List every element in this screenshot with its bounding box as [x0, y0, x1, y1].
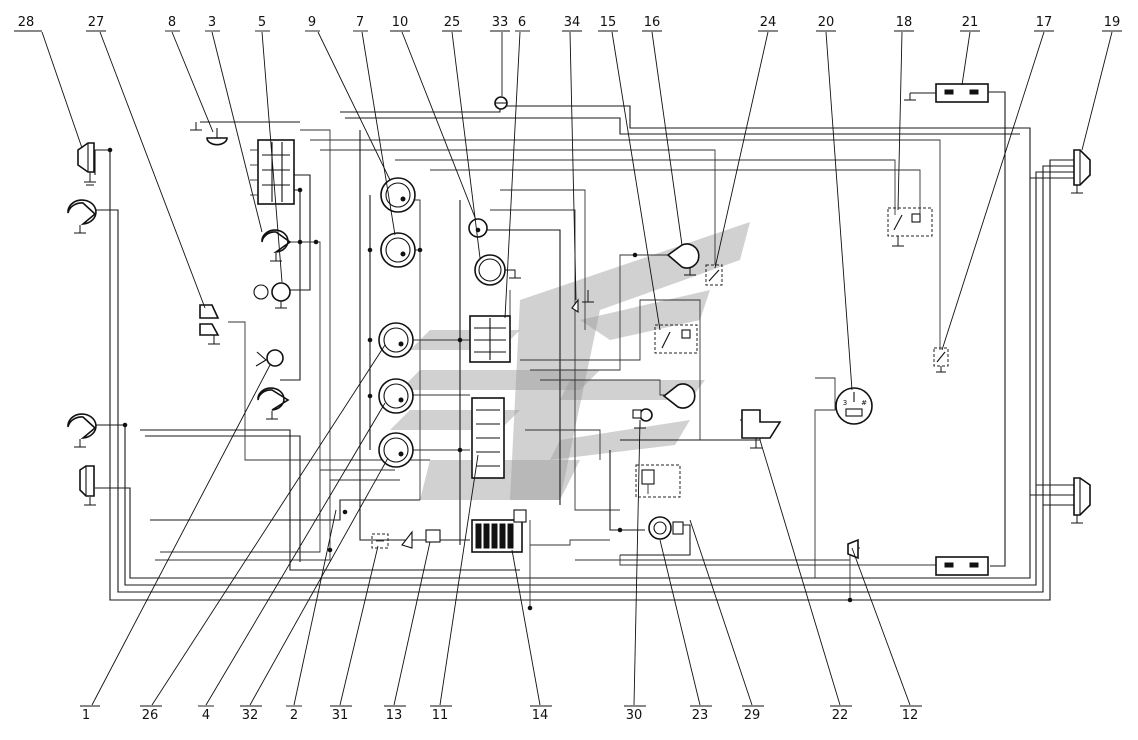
relay-box-23 — [635, 464, 681, 498]
component-17-sensor — [933, 347, 949, 373]
gauge-7 — [380, 232, 416, 268]
label-7: 7 — [356, 15, 364, 30]
left-headlamp-bottom — [67, 413, 97, 448]
label-34: 34 — [564, 15, 581, 30]
gauge-4 — [378, 378, 414, 414]
label-32: 32 — [242, 708, 259, 723]
top-leader-lines — [41, 31, 1113, 391]
component-30-motor — [632, 408, 653, 429]
component-13-switch — [401, 529, 441, 549]
component-3-relay-block — [250, 139, 295, 205]
label-3: 3 — [208, 15, 216, 30]
label-16: 16 — [644, 15, 661, 30]
instrument-cluster-upper — [469, 315, 511, 363]
component-19-lamp-bottom — [1071, 477, 1091, 524]
component-1-bulb — [255, 349, 284, 367]
component-34-switch — [571, 290, 594, 314]
component-23-starter-motor — [648, 516, 684, 540]
component-18-relay — [887, 207, 933, 247]
gauge-9 — [380, 177, 416, 213]
label-22: 22 — [832, 708, 849, 723]
label-9: 9 — [308, 15, 316, 30]
label-27: 27 — [88, 15, 105, 30]
component-21-lamp-box — [904, 83, 1005, 103]
component-16-lamp — [666, 243, 700, 276]
component-12-buzzer — [847, 538, 859, 560]
component-19-lamp-top — [1071, 149, 1091, 194]
label-19: 19 — [1104, 15, 1121, 30]
component-5-bulb — [253, 282, 291, 309]
junction-dots — [107, 147, 853, 611]
label-30: 30 — [626, 708, 643, 723]
label-15: 15 — [600, 15, 617, 30]
label-28: 28 — [18, 15, 35, 30]
center-lamp — [662, 383, 696, 409]
indicator-lamp-cone-2 — [257, 387, 290, 420]
bottom-labels: 1 26 4 32 2 31 13 11 14 30 23 29 22 12 — [80, 705, 922, 723]
component-24-sensor — [705, 264, 723, 286]
label-23: 23 — [692, 708, 709, 723]
label-2: 2 — [290, 708, 298, 723]
bottom-leader-lines — [91, 344, 911, 706]
label-4: 4 — [202, 708, 210, 723]
left-side-lamp-bottom — [79, 465, 96, 506]
component-27-switch — [199, 304, 220, 345]
label-33: 33 — [492, 15, 509, 30]
gauge-26 — [378, 322, 414, 358]
label-18: 18 — [896, 15, 913, 30]
label-13: 13 — [386, 708, 403, 723]
component-11-fuse-block — [471, 397, 505, 479]
label-17: 17 — [1036, 15, 1053, 30]
component-28-lamp — [77, 142, 96, 186]
svg-text:#: # — [861, 399, 867, 407]
label-14: 14 — [532, 708, 549, 723]
label-31: 31 — [332, 708, 349, 723]
indicator-lamp-cone-1 — [261, 229, 292, 262]
label-24: 24 — [760, 15, 777, 30]
label-6: 6 — [518, 15, 526, 30]
left-headlamp-top — [67, 199, 97, 234]
label-25: 25 — [444, 15, 461, 30]
component-20-ignition-switch: 3 # — [835, 387, 873, 425]
label-5: 5 — [258, 15, 266, 30]
component-8-lamp — [190, 121, 300, 146]
component-14-fuse-strip — [471, 509, 527, 553]
label-21: 21 — [962, 15, 979, 30]
component-10-sensor — [468, 218, 488, 238]
component-31-switch — [371, 533, 389, 549]
component-33-connector — [494, 96, 508, 110]
label-1: 1 — [82, 708, 90, 723]
component-6-gauge — [474, 254, 521, 286]
label-8: 8 — [168, 15, 176, 30]
label-26: 26 — [142, 708, 159, 723]
label-11: 11 — [432, 708, 449, 723]
top-labels: 28 27 8 3 5 9 7 10 25 33 6 34 15 16 24 2… — [14, 15, 1122, 32]
label-20: 20 — [818, 15, 835, 30]
component-22-horn — [741, 409, 782, 449]
bottom-lamp-box — [935, 556, 989, 576]
label-12: 12 — [902, 708, 919, 723]
component-15-relay — [654, 324, 698, 354]
label-29: 29 — [744, 708, 761, 723]
label-10: 10 — [392, 15, 409, 30]
gauge-32 — [378, 432, 414, 468]
svg-text:3: 3 — [843, 399, 847, 407]
